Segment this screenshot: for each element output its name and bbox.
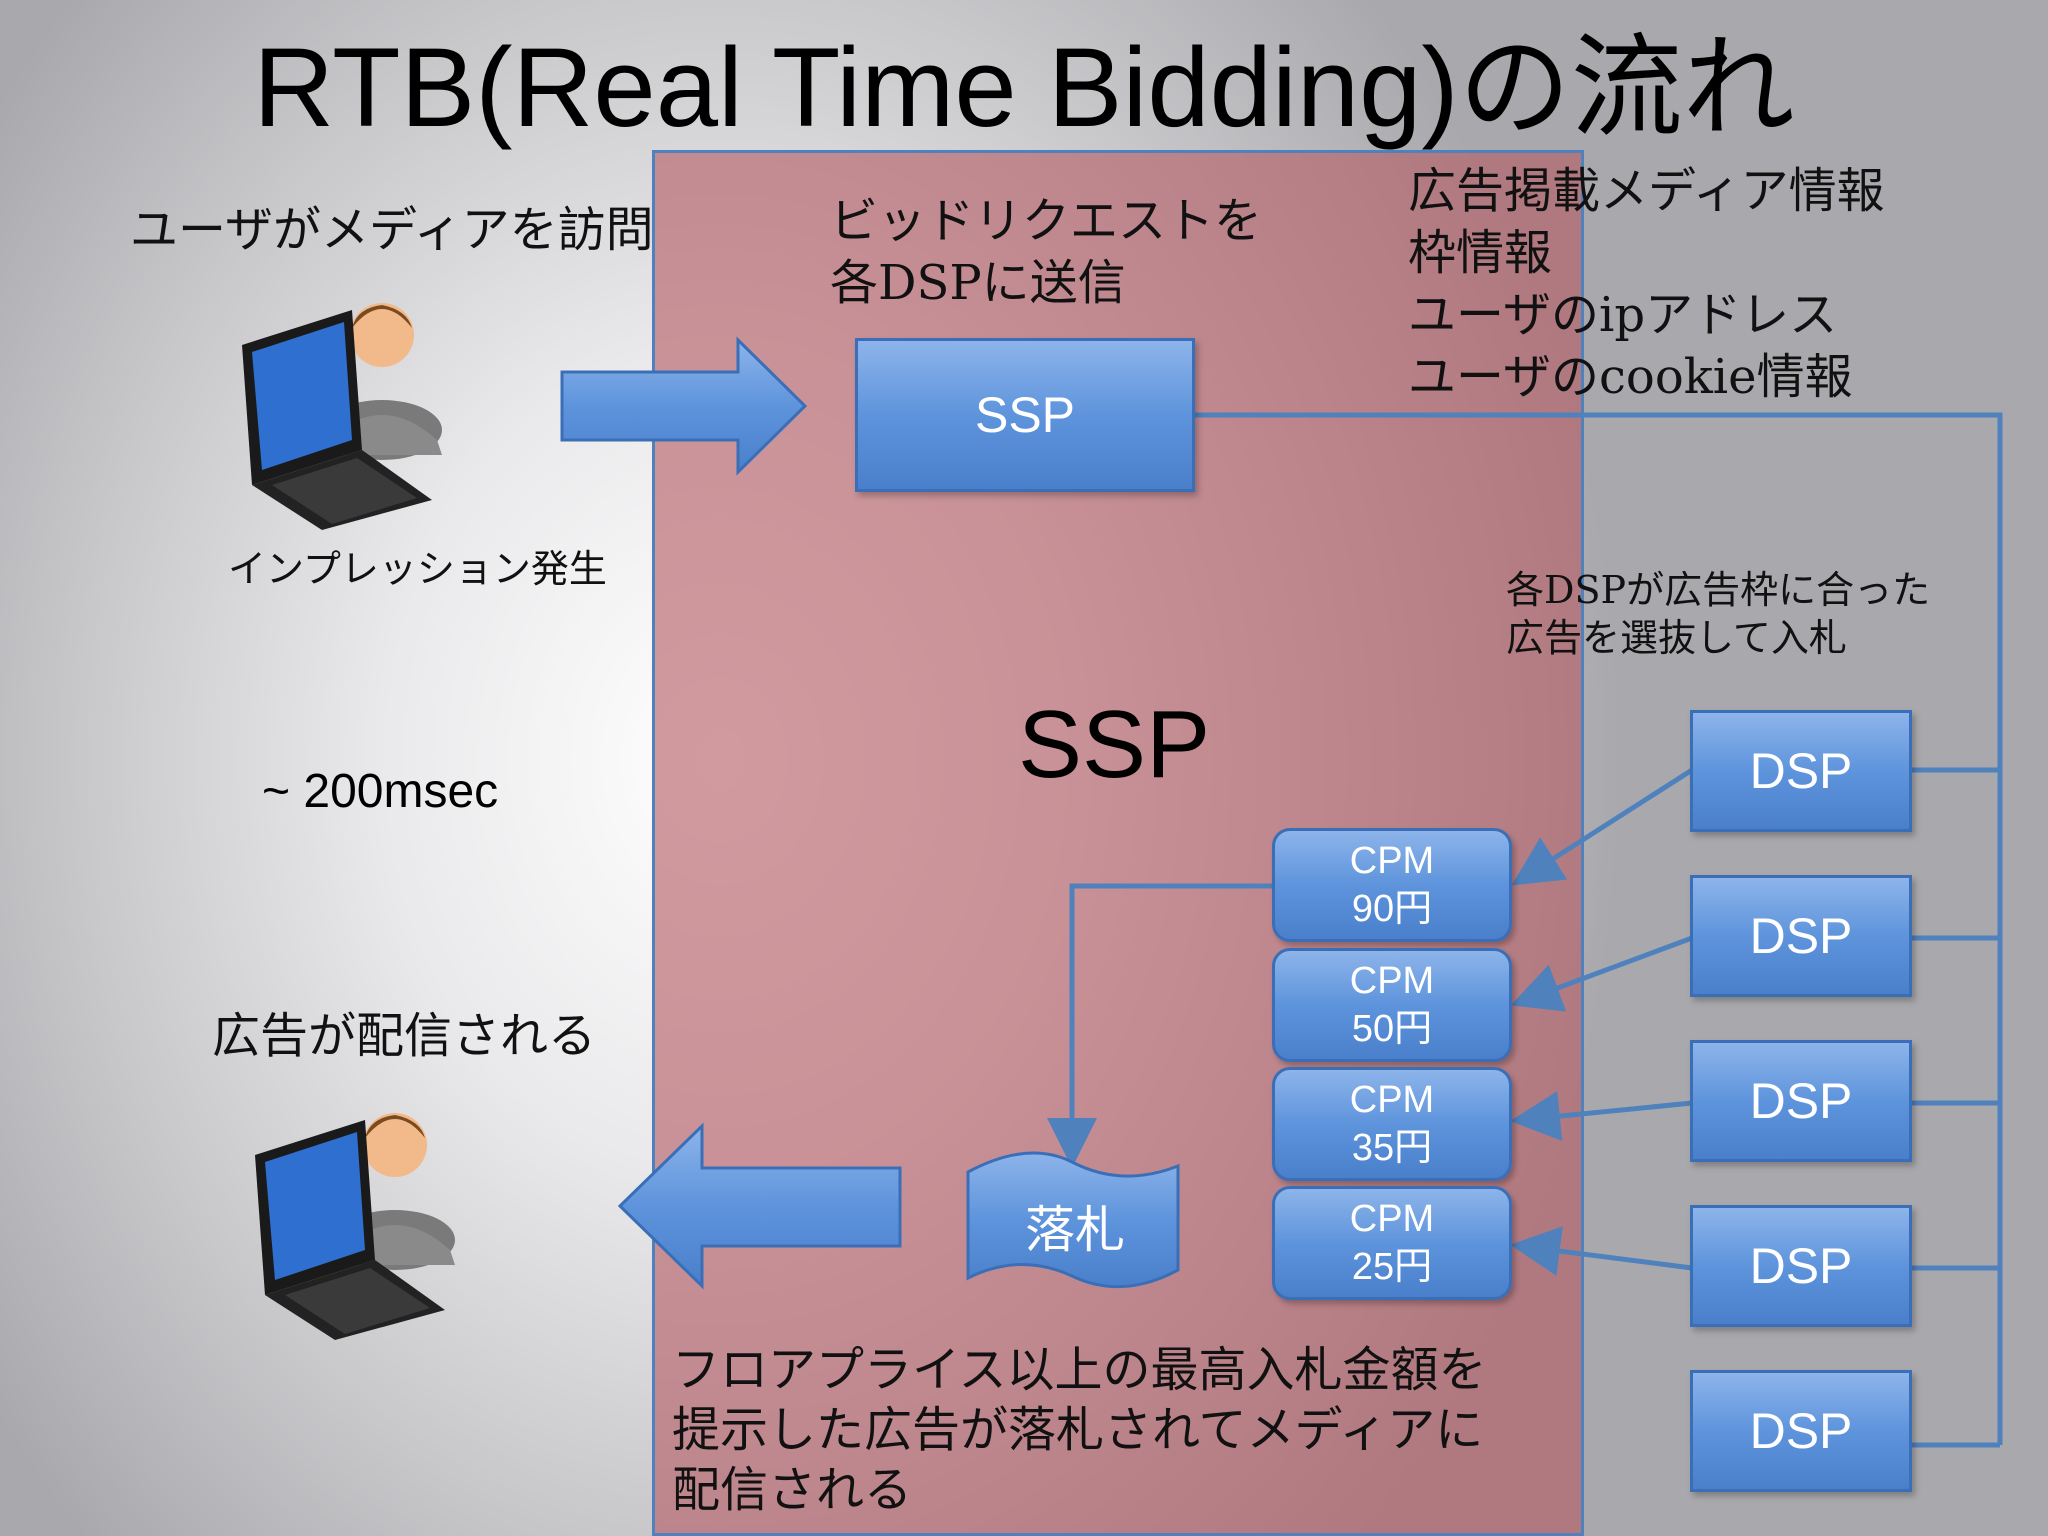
dsp-box-4: DSP xyxy=(1690,1205,1912,1327)
bid-request-label: ビッドリクエストを 各DSPに送信 xyxy=(830,193,1263,311)
user-visit-label: ユーザがメディアを訪問 xyxy=(130,202,654,258)
ad-delivered-label: 広告が配信される xyxy=(212,1008,597,1064)
ssp-box: SSP xyxy=(855,338,1195,492)
dsp-box-3: DSP xyxy=(1690,1040,1912,1162)
dsp-box-2: DSP xyxy=(1690,875,1912,997)
slide-title: RTB(Real Time Bidding)の流れ xyxy=(253,25,1795,150)
user-laptop-icon-bottom xyxy=(255,1113,455,1340)
bid-request-info: 広告掲載メディア情報 枠情報 ユーザのipアドレス ユーザのcookie情報 xyxy=(1408,163,1885,405)
winning-bid-label: 落札 xyxy=(1025,1201,1125,1259)
latency-label: ~ 200msec xyxy=(262,765,499,818)
bottom-explanation: フロアプライス以上の最高入札金額を 提示した広告が落札されてメディアに 配信され… xyxy=(672,1342,1487,1518)
ssp-region-label: SSP xyxy=(1018,691,1211,798)
impression-label: インプレッション発生 xyxy=(228,547,607,591)
user-laptop-icon xyxy=(242,303,442,530)
dsp-note: 各DSPが広告枠に合った 広告を選抜して入札 xyxy=(1506,568,1931,660)
dsp-box-1: DSP xyxy=(1690,710,1912,832)
dsp-box-5: DSP xyxy=(1690,1370,1912,1492)
